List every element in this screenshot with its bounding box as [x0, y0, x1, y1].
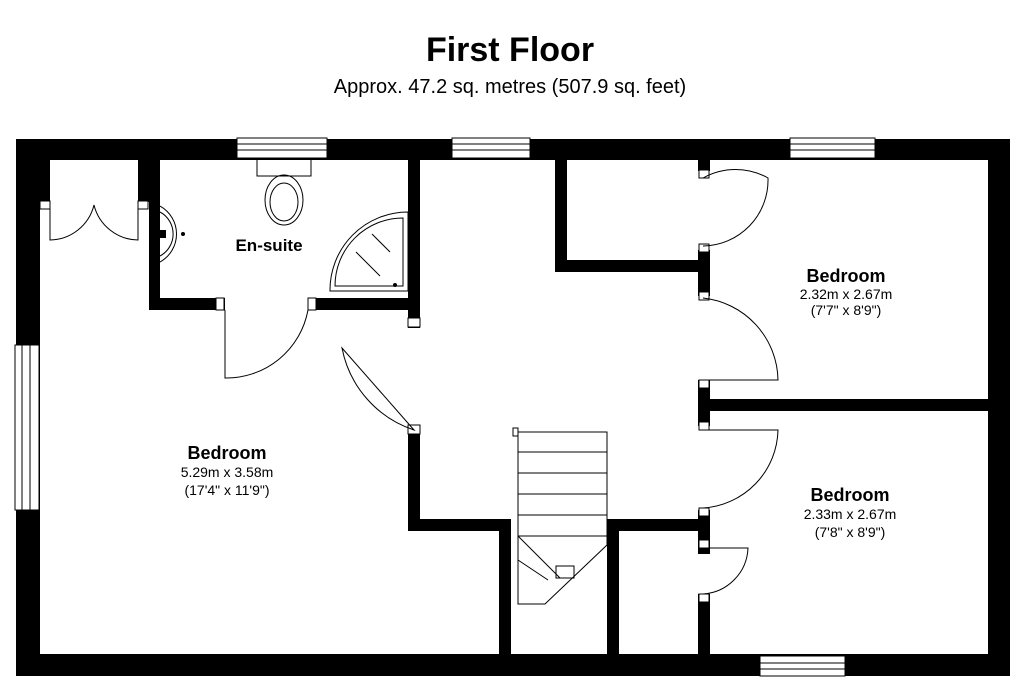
door-swings — [49, 169, 779, 595]
page-title: First Floor — [426, 31, 594, 69]
windows — [14, 137, 876, 677]
toilet — [256, 157, 312, 226]
interior-walls — [40, 160, 988, 654]
bedroom-main-size-imperial: (17'4" x 11'9") — [184, 482, 269, 498]
bedroom-lower-right-size-imperial: (7'8" x 8'9") — [815, 524, 886, 540]
basin — [159, 205, 185, 263]
bedroom-main-size-metric: 5.29m x 3.58m — [181, 464, 274, 480]
bedroom-lower-right-size-metric: 2.33m x 2.67m — [804, 506, 897, 522]
floor-area: Approx. 47.2 sq. metres (507.9 sq. feet) — [334, 76, 686, 98]
staircase — [512, 427, 608, 605]
bedroom-main-label: Bedroom — [187, 443, 266, 463]
bedroom-upper-right-label: Bedroom — [806, 266, 885, 286]
bedroom-upper-right-size-imperial: (7'7" x 8'9") — [811, 302, 882, 318]
shower — [329, 211, 409, 292]
bedroom-lower-right-label: Bedroom — [810, 485, 889, 505]
bedroom-upper-right-size-metric: 2.32m x 2.67m — [800, 286, 893, 302]
ensuite-label: En-suite — [235, 236, 302, 255]
